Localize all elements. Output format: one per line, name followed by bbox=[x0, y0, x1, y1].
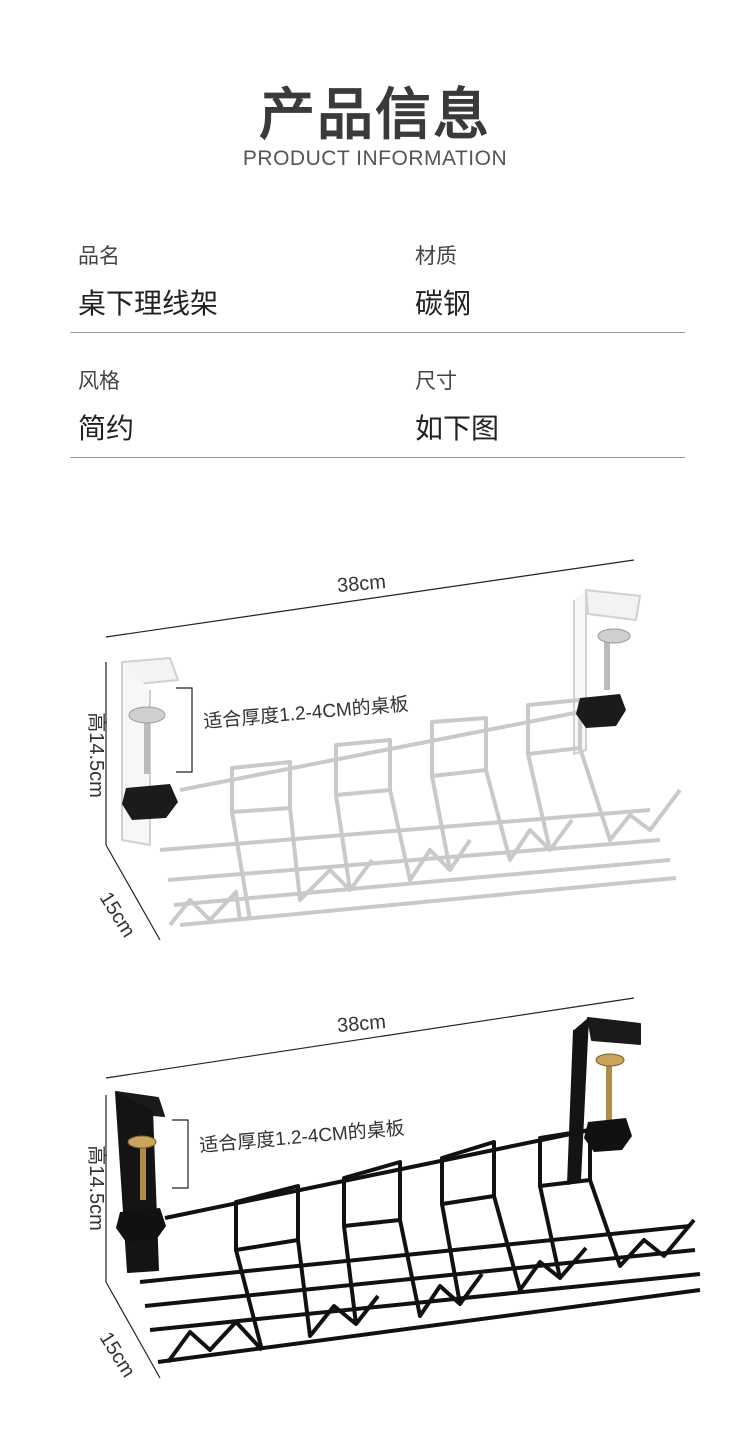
white-rack-illustration bbox=[121, 589, 682, 927]
thickness-bracket bbox=[172, 1119, 189, 1189]
info-label: 材质 bbox=[415, 244, 457, 268]
width-dimension-line bbox=[105, 997, 635, 1079]
info-label: 风格 bbox=[78, 369, 120, 393]
depth-dimension-line bbox=[105, 1281, 161, 1379]
info-value: 碳钢 bbox=[415, 287, 472, 320]
depth-dimension-line bbox=[105, 844, 161, 941]
info-value: 桌下理线架 bbox=[78, 287, 219, 320]
clamp-knob-icon bbox=[576, 628, 631, 728]
thickness-note: 适合厚度1.2-4CM的桌板 bbox=[203, 693, 410, 733]
clamp-knob-icon bbox=[116, 1135, 166, 1242]
info-row: 品名 桌下理线架 材质 碳钢 bbox=[70, 240, 685, 333]
white-rack-figure: 38cm 高14.5cm 15cm 适合厚度1.2-4CM的桌板 bbox=[0, 540, 750, 960]
thickness-bracket bbox=[176, 687, 193, 773]
depth-dimension-label: 15cm bbox=[95, 1328, 140, 1381]
page-title: 产品信息 bbox=[259, 83, 491, 148]
height-dimension-label: 高14.5cm bbox=[85, 1145, 108, 1231]
info-value: 简约 bbox=[78, 412, 135, 445]
black-rack-illustration bbox=[115, 1017, 701, 1364]
product-info-table: 品名 桌下理线架 材质 碳钢 风格 简约 尺寸 如下图 bbox=[70, 208, 685, 458]
black-rack-figure: 38cm 高14.5cm 15cm 适合厚度1.2-4CM的桌板 bbox=[0, 990, 750, 1410]
info-label: 品名 bbox=[78, 244, 120, 268]
info-row: 风格 简约 尺寸 如下图 bbox=[70, 333, 685, 458]
width-dimension-label: 38cm bbox=[336, 571, 387, 597]
clamp-knob-icon bbox=[122, 706, 178, 820]
depth-dimension-label: 15cm bbox=[95, 888, 140, 941]
thickness-note: 适合厚度1.2-4CM的桌板 bbox=[199, 1117, 406, 1157]
width-dimension-label: 38cm bbox=[336, 1011, 387, 1037]
width-dimension-line bbox=[105, 559, 635, 638]
info-label: 尺寸 bbox=[415, 369, 457, 393]
info-value: 如下图 bbox=[415, 412, 500, 445]
page-subtitle: PRODUCT INFORMATION bbox=[242, 147, 508, 170]
height-dimension-label: 高14.5cm bbox=[85, 712, 108, 798]
clamp-knob-icon bbox=[584, 1053, 632, 1152]
